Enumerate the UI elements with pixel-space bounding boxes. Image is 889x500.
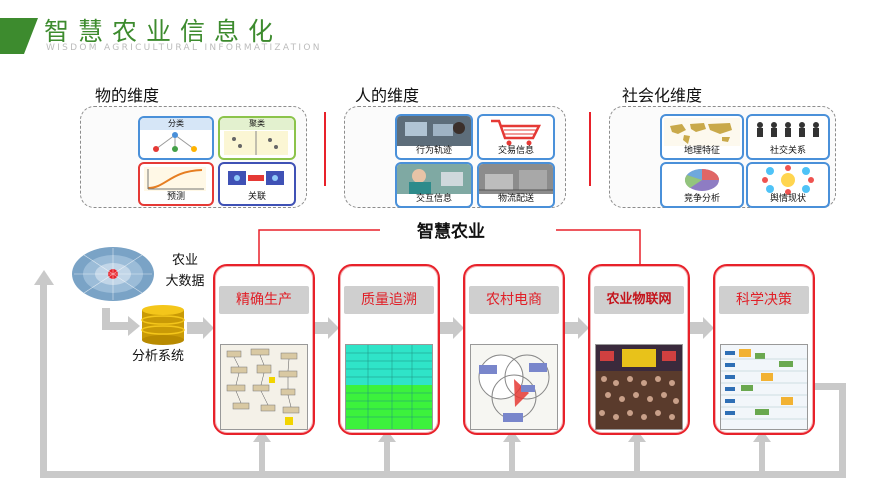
flowchart-thumbnail bbox=[220, 344, 308, 430]
tile-geography: 地理特征 bbox=[660, 114, 744, 160]
tile-competition: 竞争分析 bbox=[660, 162, 744, 208]
red-bracket-connector bbox=[258, 229, 641, 264]
feedback-arrow-up bbox=[503, 430, 521, 442]
dimension-box-social: 地理特征 社交关系 竞争分析 舆情现状 bbox=[609, 106, 836, 208]
separator bbox=[324, 112, 326, 186]
tile-label: 关联 bbox=[247, 192, 266, 202]
tile-label: 舆情现状 bbox=[769, 194, 806, 204]
tile-prediction: 预测 bbox=[138, 162, 214, 206]
people-network-icon bbox=[757, 122, 819, 137]
bent-arrow-down-right bbox=[102, 308, 140, 336]
arrow-right bbox=[312, 317, 339, 339]
flowchart-image-icon bbox=[221, 345, 307, 429]
dimension-title-things: 物的维度 bbox=[95, 86, 160, 105]
tile-social-relations: 社交关系 bbox=[746, 114, 830, 160]
feedback-riser bbox=[384, 440, 390, 472]
separator bbox=[589, 112, 591, 186]
tile-public-opinion: 舆情现状 bbox=[746, 162, 830, 208]
card-title: 质量追溯 bbox=[344, 286, 434, 314]
dashboard-thumbnail bbox=[720, 344, 808, 430]
feedback-arrow-up bbox=[253, 430, 271, 442]
tile-label: 分类 bbox=[140, 118, 212, 130]
prediction-curve-icon bbox=[144, 167, 206, 191]
tile-association: 关联 bbox=[218, 162, 296, 206]
feedback-riser bbox=[259, 440, 265, 472]
spreadsheet-thumbnail bbox=[345, 344, 433, 430]
feedback-loop-right-top bbox=[814, 383, 846, 390]
process-card-precision-production[interactable]: 精确生产 bbox=[213, 264, 315, 435]
venn-thumbnail bbox=[470, 344, 558, 430]
feedback-arrow-up bbox=[378, 430, 396, 442]
venn-diagram-icon bbox=[478, 354, 550, 422]
clustering-scatter-icon bbox=[224, 131, 288, 155]
dimension-title-social: 社会化维度 bbox=[622, 86, 703, 105]
tile-label: 行为轨迹 bbox=[415, 146, 452, 156]
tile-behavior-track: 行为轨迹 bbox=[395, 114, 473, 160]
pie-chart-icon bbox=[684, 169, 719, 191]
tile-logistics: 物流配送 bbox=[477, 162, 555, 208]
classification-tree-icon bbox=[153, 132, 197, 152]
tile-label: 竞争分析 bbox=[683, 194, 720, 204]
world-map-icon bbox=[664, 118, 740, 146]
spreadsheet-image-icon bbox=[346, 345, 432, 429]
tile-label: 聚类 bbox=[220, 118, 294, 130]
big-data-label: 农业 大数据 bbox=[163, 250, 207, 292]
tile-transaction: 交易信息 bbox=[477, 114, 555, 160]
office-photo-icon bbox=[397, 116, 471, 146]
dimension-title-people: 人的维度 bbox=[355, 86, 420, 105]
opinion-network-icon bbox=[762, 165, 814, 195]
card-title: 精确生产 bbox=[219, 286, 309, 314]
arrow-right bbox=[687, 317, 714, 339]
header-accent-shape bbox=[0, 18, 38, 54]
tile-label: 物流配送 bbox=[497, 194, 534, 204]
process-card-agri-iot[interactable]: 农业物联网 bbox=[588, 264, 690, 435]
feedback-riser bbox=[509, 440, 515, 472]
tile-classification: 分类 bbox=[138, 116, 214, 160]
association-blocks-icon bbox=[228, 171, 284, 185]
tile-label: 地理特征 bbox=[683, 146, 720, 156]
feedback-arrow-up bbox=[628, 430, 646, 442]
big-data-line2: 大数据 bbox=[165, 274, 205, 289]
warehouse-photo-icon bbox=[479, 164, 553, 194]
tile-interaction: 交互信息 bbox=[395, 162, 473, 208]
call-center-photo-icon bbox=[397, 164, 471, 194]
page-subtitle: WISDOM AGRICULTURAL INFORMATIZATION bbox=[46, 43, 322, 53]
tile-clustering: 聚类 bbox=[218, 116, 296, 160]
feedback-loop-right bbox=[839, 383, 846, 478]
page-title: 智慧农业信息化 bbox=[44, 17, 283, 46]
database-cylinder-icon bbox=[141, 305, 185, 345]
tile-label: 预测 bbox=[166, 192, 185, 202]
big-data-line1: 农业 bbox=[171, 253, 198, 268]
dimension-box-people: 行为轨迹 交易信息 交互信息 物流配送 bbox=[344, 106, 566, 208]
crowd-photo-icon bbox=[596, 345, 682, 429]
arrow-right bbox=[562, 317, 589, 339]
feedback-riser bbox=[634, 440, 640, 472]
crowd-photo-thumbnail bbox=[595, 344, 683, 430]
big-data-network-icon bbox=[72, 247, 154, 301]
feedback-loop-left bbox=[40, 283, 47, 478]
card-title: 农业物联网 bbox=[594, 286, 684, 314]
feedback-arrow-up bbox=[753, 430, 771, 442]
tile-label: 社交关系 bbox=[769, 146, 806, 156]
arrow-right bbox=[187, 317, 214, 339]
shopping-cart-icon bbox=[491, 119, 542, 146]
analysis-system-label: 分析系统 bbox=[132, 349, 185, 364]
center-title: 智慧农业 bbox=[417, 222, 485, 242]
card-title: 科学决策 bbox=[719, 286, 809, 314]
tile-label: 交互信息 bbox=[415, 194, 452, 204]
feedback-arrow-up bbox=[34, 270, 54, 285]
process-card-quality-trace[interactable]: 质量追溯 bbox=[338, 264, 440, 435]
process-card-rural-ecommerce[interactable]: 农村电商 bbox=[463, 264, 565, 435]
feedback-riser bbox=[759, 440, 765, 472]
process-card-scientific-decision[interactable]: 科学决策 bbox=[713, 264, 815, 435]
dashboard-table-icon bbox=[721, 345, 807, 429]
dimension-box-things: 分类 聚类 预测 关联 bbox=[80, 106, 307, 208]
feedback-loop-bottom bbox=[40, 471, 846, 478]
arrow-right bbox=[437, 317, 464, 339]
card-title: 农村电商 bbox=[469, 286, 559, 314]
tile-label: 交易信息 bbox=[497, 146, 534, 156]
